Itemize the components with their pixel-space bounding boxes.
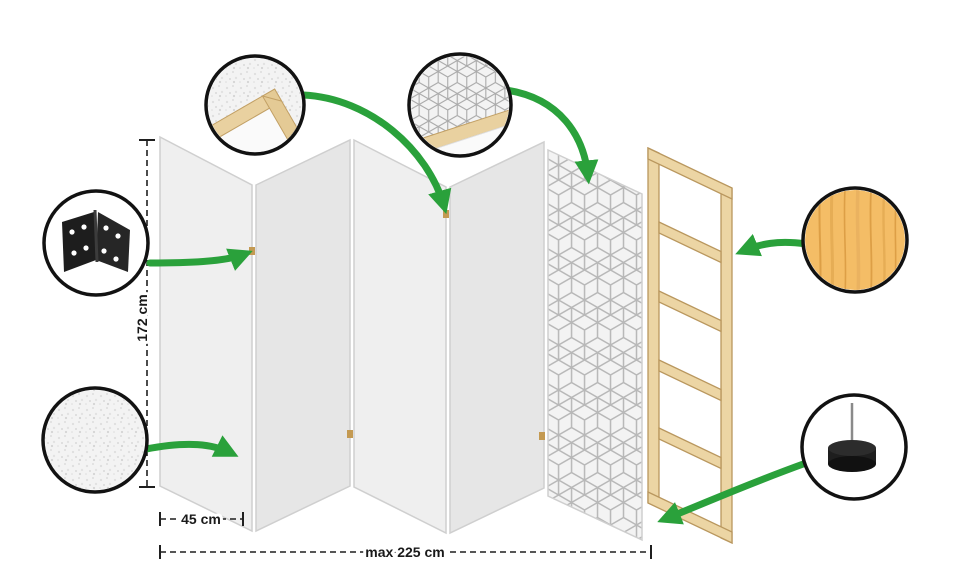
frame-rung: [658, 220, 722, 264]
arrow-wood-to-frame: [735, 233, 810, 257]
frame-rung: [658, 289, 722, 333]
panel-2: [255, 138, 351, 533]
pattern-corner-icon: [411, 56, 509, 154]
callout-floor-pad: [800, 393, 908, 501]
patterned-panel: [547, 148, 643, 542]
arrow-fabric-to-panel: [142, 435, 239, 457]
fabric-texture-icon: [45, 390, 145, 490]
arrow-pad-to-bottom: [657, 459, 810, 525]
max-width-dimension-label: max 225 cm: [365, 544, 444, 560]
frame-left-rail: [647, 146, 660, 510]
callout-frame-corner: [204, 54, 306, 156]
hinge-pin: [347, 430, 353, 438]
hinge-icon: [62, 209, 130, 272]
hinge-pin: [539, 432, 545, 440]
arrow-hinge-to-junction: [146, 248, 253, 271]
panel-width-dimension: 45 cm: [159, 508, 244, 530]
max-width-dimension: max 225 cm: [159, 541, 652, 563]
panel-group: [159, 135, 643, 542]
frame-rung: [658, 358, 722, 402]
arrow-pattern-to-panel: [502, 86, 599, 185]
height-dimension-label: 172 cm: [134, 294, 150, 341]
callout-pattern-corner: [407, 52, 513, 158]
height-dimension: 172 cm: [131, 139, 155, 488]
arrow-corner-to-junction: [299, 91, 452, 215]
panel-1: [159, 135, 253, 533]
hinge-pin: [249, 247, 255, 255]
callout-wood-texture: [801, 186, 909, 294]
wood-frame: [647, 146, 733, 545]
frame-top-bar: [647, 146, 733, 201]
callout-fabric-texture: [41, 386, 149, 494]
callout-hinge: [42, 189, 150, 297]
panel-4: [449, 140, 545, 535]
hinge-pin: [443, 210, 449, 218]
floor-pad-icon: [828, 403, 876, 472]
callout-arrows: [142, 86, 810, 525]
frame-rung: [658, 426, 722, 470]
panel-width-dimension-label: 45 cm: [181, 511, 221, 527]
panel-3: [353, 138, 447, 535]
